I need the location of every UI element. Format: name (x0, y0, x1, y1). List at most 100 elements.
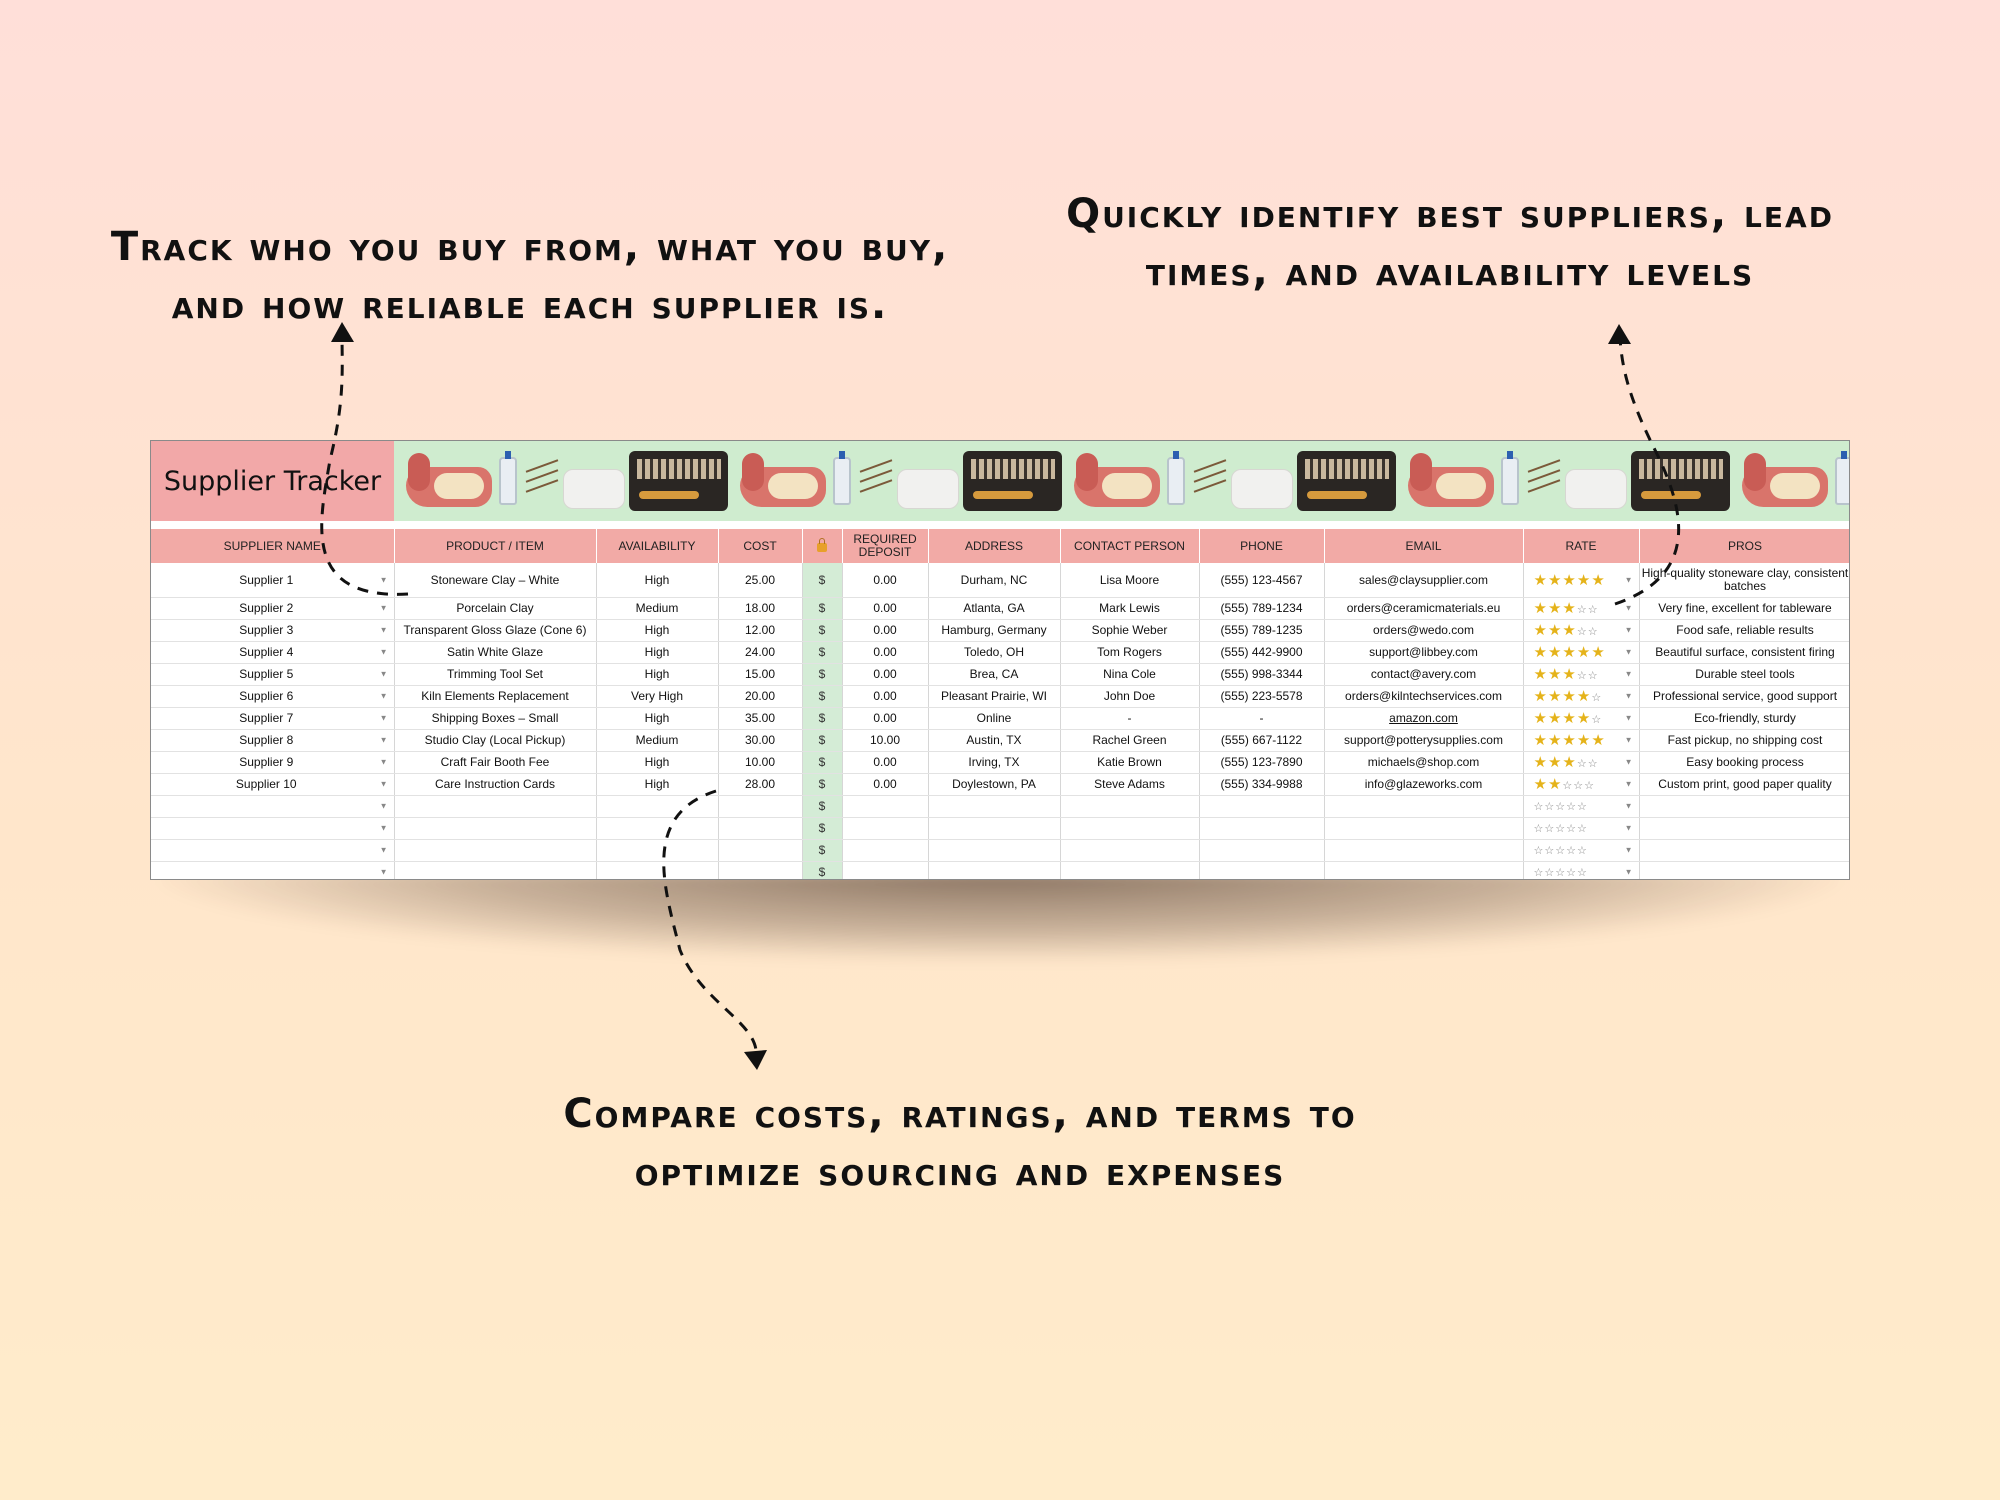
dropdown-caret-icon[interactable]: ▼ (379, 757, 388, 767)
cell-product[interactable]: Transparent Gloss Glaze (Cone 6) (394, 619, 597, 642)
cell-email[interactable]: contact@avery.com (1324, 663, 1524, 686)
cell-phone[interactable] (1199, 861, 1325, 879)
cell-supplier-name[interactable]: ▼ (151, 817, 395, 840)
cell-rate[interactable]: ☆☆☆☆☆▼ (1523, 861, 1640, 879)
cell-address[interactable] (928, 839, 1061, 862)
cell-supplier-name[interactable]: Supplier 9▼ (151, 751, 395, 774)
cell-phone[interactable]: (555) 789-1234 (1199, 597, 1325, 620)
dropdown-caret-icon[interactable]: ▼ (1624, 801, 1633, 811)
cell-contact-person[interactable] (1060, 795, 1200, 818)
cell-cost[interactable] (718, 861, 803, 879)
dropdown-caret-icon[interactable]: ▼ (379, 801, 388, 811)
cell-availability[interactable] (596, 817, 719, 840)
cell-rate[interactable]: ★★★★☆▼ (1523, 685, 1640, 708)
cell-address[interactable]: Doylestown, PA (928, 773, 1061, 796)
cell-address[interactable] (928, 795, 1061, 818)
cell-email[interactable]: orders@ceramicmaterials.eu (1324, 597, 1524, 620)
cell-product[interactable] (394, 795, 597, 818)
cell-pros[interactable]: Fast pickup, no shipping cost (1639, 729, 1849, 752)
cell-cost[interactable]: 12.00 (718, 619, 803, 642)
cell-product[interactable]: Studio Clay (Local Pickup) (394, 729, 597, 752)
email-text[interactable]: amazon.com (1389, 711, 1458, 725)
dropdown-caret-icon[interactable]: ▼ (1624, 845, 1633, 855)
cell-contact-person[interactable]: Tom Rogers (1060, 641, 1200, 664)
cell-address[interactable]: Online (928, 707, 1061, 730)
dropdown-caret-icon[interactable]: ▼ (1624, 735, 1633, 745)
cell-pros[interactable] (1639, 861, 1849, 879)
cell-email[interactable] (1324, 795, 1524, 818)
cell-address[interactable]: Brea, CA (928, 663, 1061, 686)
header-cost[interactable]: COST (718, 529, 803, 563)
cell-availability[interactable]: High (596, 663, 719, 686)
cell-rate[interactable]: ★★★★★▼ (1523, 563, 1640, 598)
cell-availability[interactable] (596, 795, 719, 818)
cell-email[interactable]: info@glazeworks.com (1324, 773, 1524, 796)
header-address[interactable]: ADDRESS (928, 529, 1061, 563)
cell-product[interactable]: Kiln Elements Replacement (394, 685, 597, 708)
cell-phone[interactable]: (555) 789-1235 (1199, 619, 1325, 642)
dropdown-caret-icon[interactable]: ▼ (379, 625, 388, 635)
cell-deposit[interactable]: 0.00 (842, 641, 929, 664)
header-lock[interactable] (802, 529, 843, 563)
cell-contact-person[interactable]: Sophie Weber (1060, 619, 1200, 642)
cell-rate[interactable]: ☆☆☆☆☆▼ (1523, 795, 1640, 818)
cell-supplier-name[interactable]: Supplier 2▼ (151, 597, 395, 620)
cell-supplier-name[interactable]: ▼ (151, 861, 395, 879)
cell-product[interactable]: Porcelain Clay (394, 597, 597, 620)
cell-supplier-name[interactable]: Supplier 7▼ (151, 707, 395, 730)
cell-product[interactable]: Trimming Tool Set (394, 663, 597, 686)
cell-address[interactable]: Atlanta, GA (928, 597, 1061, 620)
cell-contact-person[interactable] (1060, 817, 1200, 840)
cell-deposit[interactable]: 0.00 (842, 563, 929, 598)
cell-email[interactable]: orders@wedo.com (1324, 619, 1524, 642)
header-phone[interactable]: PHONE (1199, 529, 1325, 563)
cell-phone[interactable]: (555) 123-4567 (1199, 563, 1325, 598)
cell-address[interactable]: Austin, TX (928, 729, 1061, 752)
cell-phone[interactable]: (555) 998-3344 (1199, 663, 1325, 686)
cell-supplier-name[interactable]: Supplier 8▼ (151, 729, 395, 752)
cell-deposit[interactable]: 0.00 (842, 619, 929, 642)
cell-email[interactable]: amazon.com (1324, 707, 1524, 730)
dropdown-caret-icon[interactable]: ▼ (1624, 625, 1633, 635)
header-pros[interactable]: PROS (1639, 529, 1849, 563)
cell-supplier-name[interactable]: Supplier 1▼ (151, 563, 395, 598)
cell-availability[interactable] (596, 861, 719, 879)
cell-availability[interactable]: High (596, 619, 719, 642)
cell-cost[interactable]: 24.00 (718, 641, 803, 664)
dropdown-caret-icon[interactable]: ▼ (1624, 779, 1633, 789)
cell-phone[interactable]: (555) 442-9900 (1199, 641, 1325, 664)
cell-email[interactable]: sales@claysupplier.com (1324, 563, 1524, 598)
cell-address[interactable]: Pleasant Prairie, WI (928, 685, 1061, 708)
cell-phone[interactable]: (555) 123-7890 (1199, 751, 1325, 774)
dropdown-caret-icon[interactable]: ▼ (1624, 691, 1633, 701)
header-rate[interactable]: RATE (1523, 529, 1640, 563)
dropdown-caret-icon[interactable]: ▼ (379, 845, 388, 855)
dropdown-caret-icon[interactable]: ▼ (379, 713, 388, 723)
cell-address[interactable]: Hamburg, Germany (928, 619, 1061, 642)
cell-deposit[interactable] (842, 839, 929, 862)
cell-deposit[interactable]: 0.00 (842, 663, 929, 686)
cell-rate[interactable]: ★★★☆☆▼ (1523, 619, 1640, 642)
cell-rate[interactable]: ★★★☆☆▼ (1523, 751, 1640, 774)
cell-email[interactable]: michaels@shop.com (1324, 751, 1524, 774)
dropdown-caret-icon[interactable]: ▼ (1624, 603, 1633, 613)
dropdown-caret-icon[interactable]: ▼ (1624, 867, 1633, 877)
cell-cost[interactable]: 30.00 (718, 729, 803, 752)
cell-contact-person[interactable]: Katie Brown (1060, 751, 1200, 774)
header-product[interactable]: PRODUCT / ITEM (394, 529, 597, 563)
cell-availability[interactable]: High (596, 707, 719, 730)
cell-phone[interactable]: (555) 223-5578 (1199, 685, 1325, 708)
cell-address[interactable]: Durham, NC (928, 563, 1061, 598)
cell-cost[interactable]: 10.00 (718, 751, 803, 774)
cell-cost[interactable]: 20.00 (718, 685, 803, 708)
cell-contact-person[interactable]: Steve Adams (1060, 773, 1200, 796)
cell-email[interactable]: support@potterysupplies.com (1324, 729, 1524, 752)
dropdown-caret-icon[interactable]: ▼ (1624, 713, 1633, 723)
cell-address[interactable]: Toledo, OH (928, 641, 1061, 664)
cell-supplier-name[interactable]: ▼ (151, 839, 395, 862)
cell-supplier-name[interactable]: Supplier 10▼ (151, 773, 395, 796)
cell-rate[interactable]: ★★★☆☆▼ (1523, 597, 1640, 620)
cell-pros[interactable]: Eco-friendly, sturdy (1639, 707, 1849, 730)
cell-rate[interactable]: ★★★☆☆▼ (1523, 663, 1640, 686)
cell-contact-person[interactable]: - (1060, 707, 1200, 730)
